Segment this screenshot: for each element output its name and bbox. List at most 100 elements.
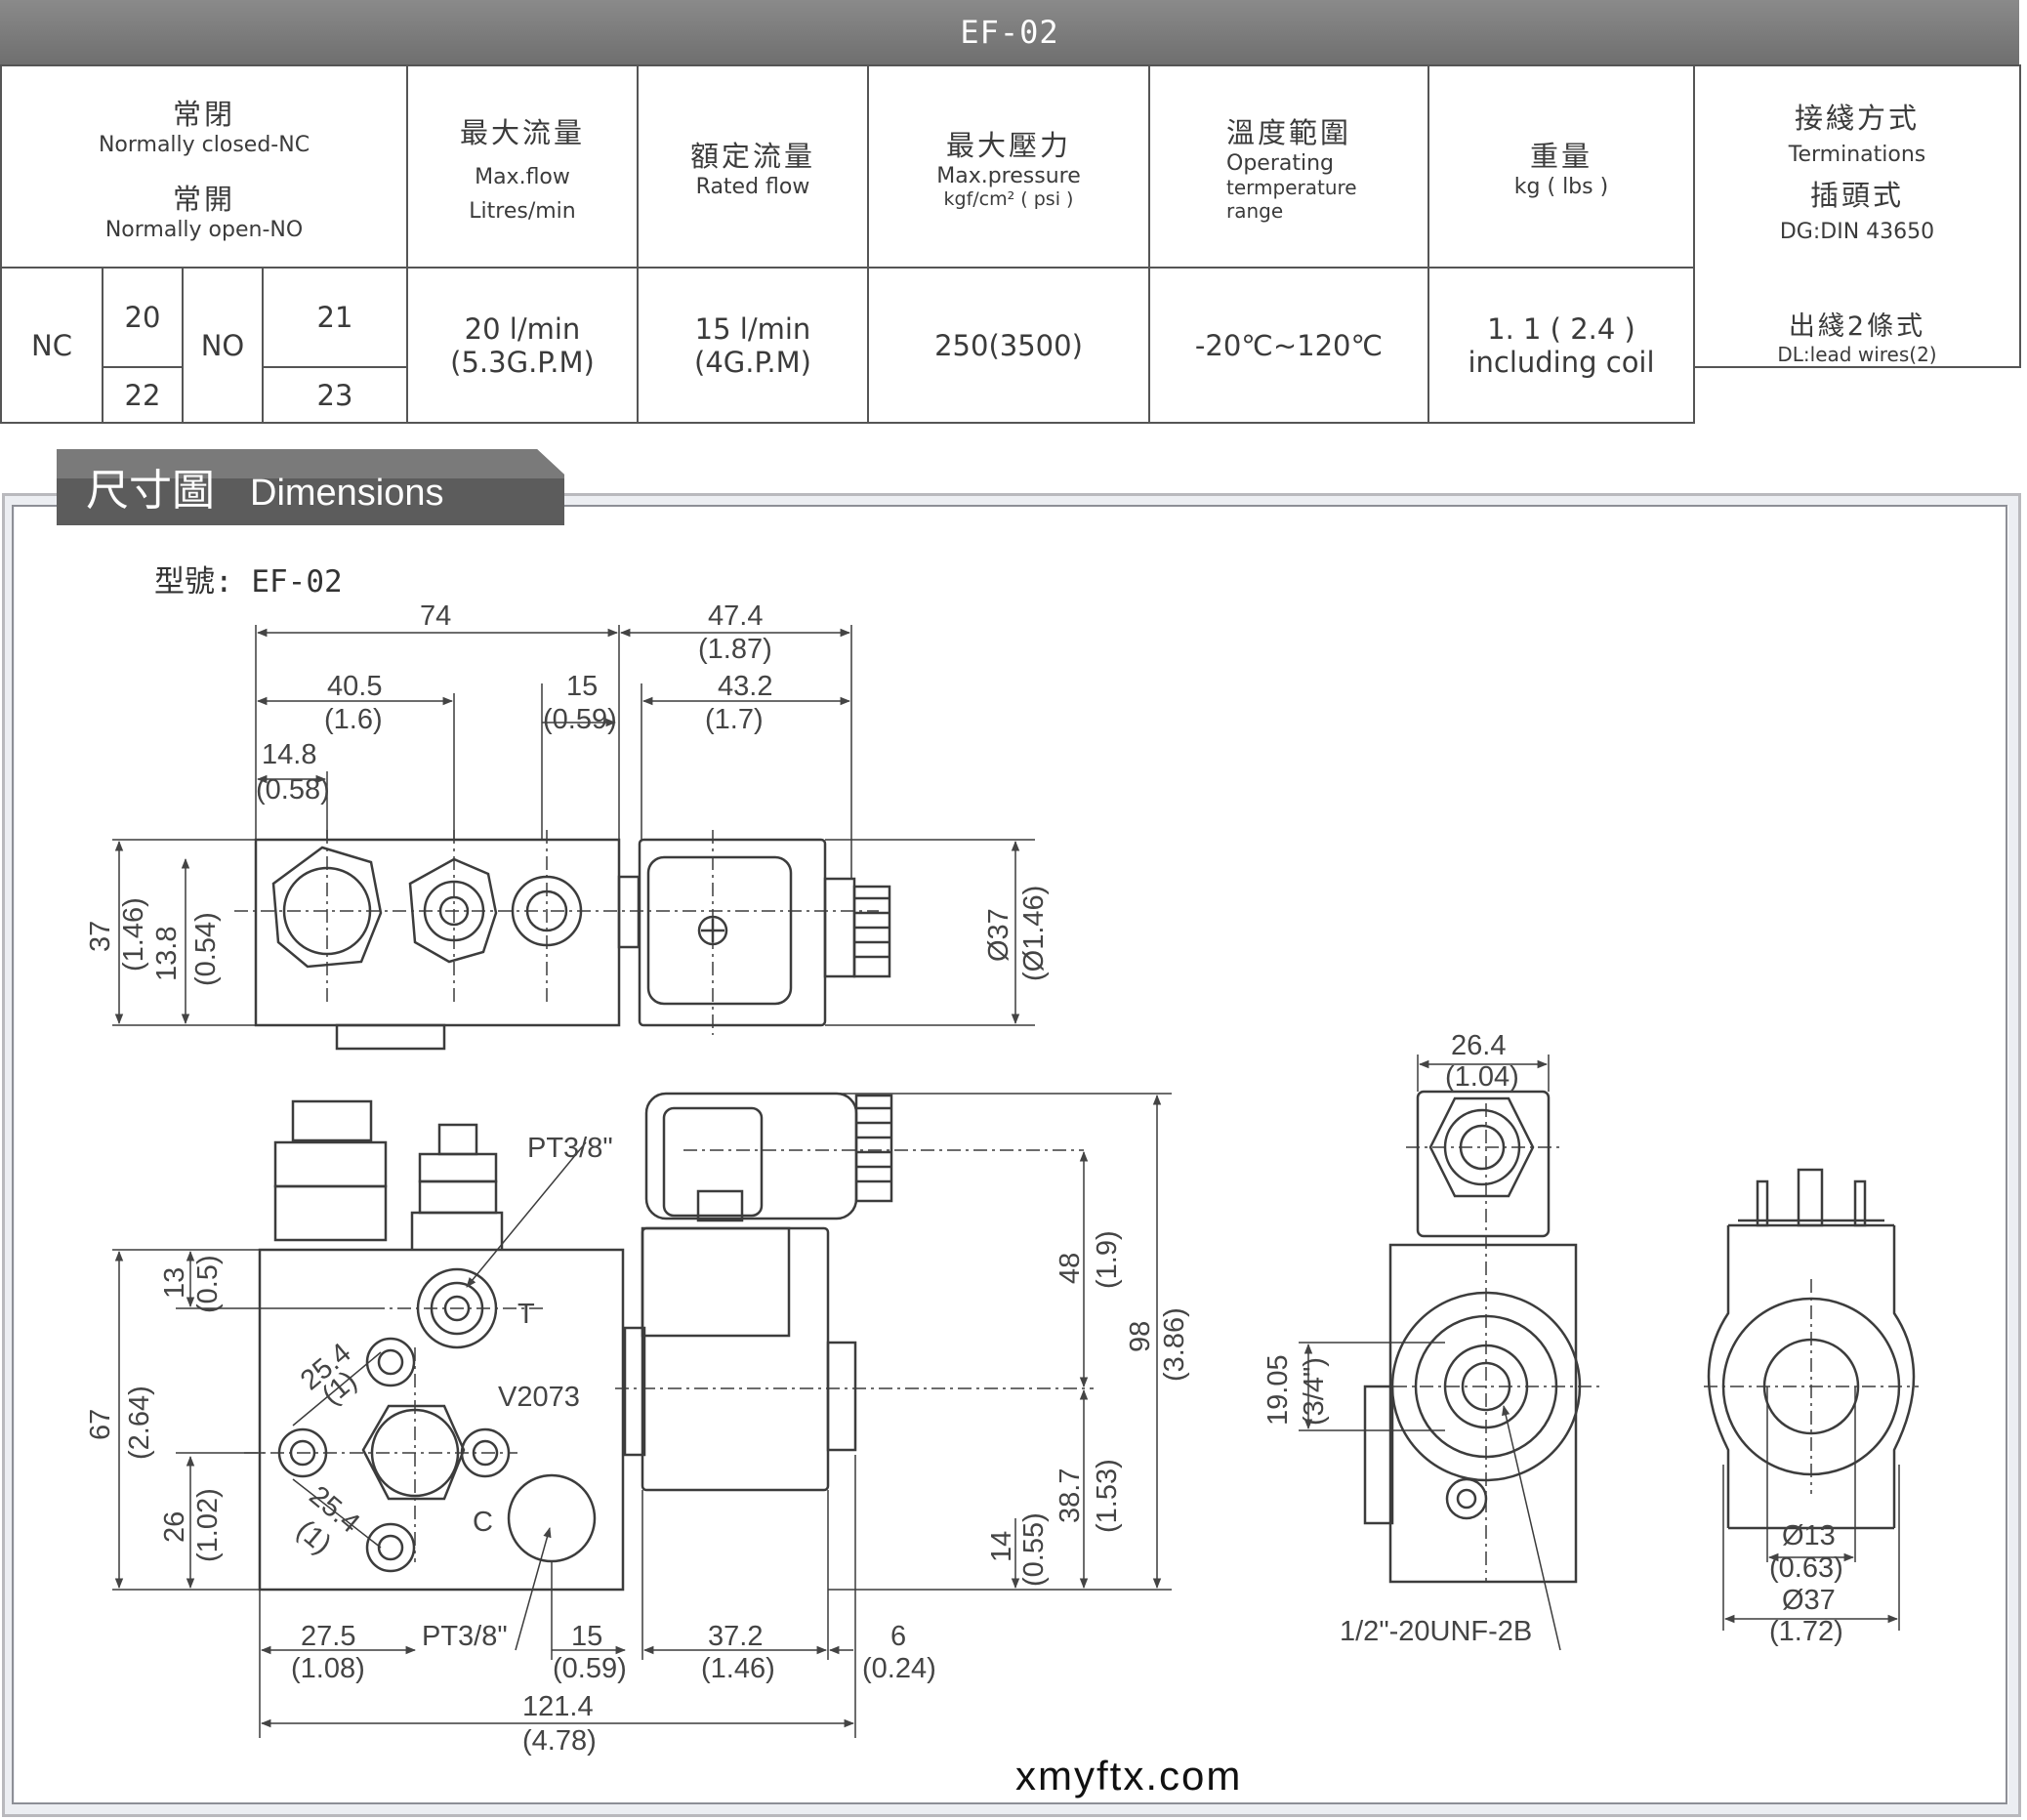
dim-1-6: (1.6) xyxy=(324,704,383,735)
model-header-bar: EF-02 xyxy=(0,0,2019,64)
dim-15-bottom: 15 xyxy=(571,1621,602,1652)
dim-121-4: 121.4 xyxy=(522,1691,594,1722)
max-flow-en-label: Max.flow xyxy=(475,164,570,189)
rated-flow-gpm: (4G.P.M) xyxy=(694,345,811,379)
max-flow-value: 20 l/min (5.3G.P.M) xyxy=(406,267,639,424)
dim-phi1-46: (Ø1.46) xyxy=(1018,886,1050,981)
pressure-value: 250(3500) xyxy=(867,267,1150,424)
max-pressure-unit-label: kgf/cm² ( psi ) xyxy=(943,188,1074,210)
label-port-t: T xyxy=(517,1299,535,1330)
weight-en-label: kg ( lbs ) xyxy=(1513,175,1609,199)
temp-en-label-1: Operating xyxy=(1226,151,1334,176)
dim-0-59-bottom: (0.59) xyxy=(553,1653,627,1684)
dim-4-78: (4.78) xyxy=(522,1725,597,1757)
dim-1-53: (1.53) xyxy=(1092,1459,1123,1533)
dimension-lines xyxy=(112,625,1900,1738)
terminations-cell: 接綫方式 Terminations 插頭式 DG:DIN 43650 出綫2條式… xyxy=(1693,64,2021,368)
nc-no-header-cell: 常閉 Normally closed-NC 常開 Normally open-N… xyxy=(0,64,408,269)
dim-38-7: 38.7 xyxy=(1055,1468,1086,1523)
rated-flow-value: 15 l/min (4G.P.M) xyxy=(637,267,869,424)
dim-15-top: 15 xyxy=(566,671,598,702)
spec-data-row-1: NC 20 NO 21 20 l/min (5.3G.P.M) 15 l/min… xyxy=(0,267,2020,424)
max-pressure-zh-label: 最大壓力 xyxy=(945,129,1071,162)
top-view xyxy=(254,838,891,1051)
dim-1-46-left: (1.46) xyxy=(118,897,149,972)
no-en-label: Normally open-NO xyxy=(104,217,304,242)
dim-1-7: (1.7) xyxy=(705,704,764,735)
nc-zh-label: 常閉 xyxy=(172,97,235,131)
rated-flow-en-label: Rated flow xyxy=(695,175,810,199)
front-view-centerlines xyxy=(244,1149,1094,1562)
label-pt38-top: PT3/8" xyxy=(527,1133,613,1164)
temp-zh-label: 溫度範圍 xyxy=(1226,116,1352,149)
dim-13: 13 xyxy=(159,1267,190,1299)
nc-en-label: Normally closed-NC xyxy=(98,132,310,157)
weight-note: including coil xyxy=(1468,345,1655,379)
dim-47-4: 47.4 xyxy=(708,600,763,632)
dim-3-86: (3.86) xyxy=(1159,1307,1190,1382)
max-flow-lpm: 20 l/min xyxy=(464,311,581,346)
dim-0-54: (0.54) xyxy=(190,912,222,986)
footer-site: xmyftx.com xyxy=(1015,1753,1243,1799)
nc-label: NC xyxy=(0,267,103,424)
spec-table: 常閉 Normally closed-NC 常開 Normally open-N… xyxy=(0,64,2021,424)
dim-phi37: Ø37 xyxy=(983,908,1014,962)
dim-27-5: 27.5 xyxy=(301,1621,355,1652)
dim-37-2: 37.2 xyxy=(708,1621,763,1652)
max-pressure-header-cell: 最大壓力 Max.pressure kgf/cm² ( psi ) xyxy=(867,64,1150,269)
no-code-23: 23 xyxy=(262,366,408,424)
dimension-labels: 74 47.4 (1.87) 40.5 (1.6) 15 (0.59) 43.2… xyxy=(85,600,1843,1757)
label-thread: 1/2"-20UNF-2B xyxy=(1340,1616,1532,1647)
dim-1-02: (1.02) xyxy=(192,1488,224,1562)
label-valve-id: V2073 xyxy=(498,1382,580,1413)
dim-0-55: (0.55) xyxy=(1018,1512,1050,1587)
dim-14: 14 xyxy=(986,1531,1017,1562)
dimensions-frame xyxy=(2,493,2021,1817)
max-pressure-en-label: Max.pressure xyxy=(936,164,1081,188)
weight-kg: 1. 1 ( 2.4 ) xyxy=(1487,311,1635,346)
dim-37-left: 37 xyxy=(85,921,116,952)
dim-26-4: 26.4 xyxy=(1451,1030,1506,1061)
dim-1-08: (1.08) xyxy=(291,1653,365,1684)
section-zh-title: 尺寸圖 xyxy=(86,466,215,516)
no-code-21: 21 xyxy=(262,267,408,368)
dim-0-58: (0.58) xyxy=(256,774,330,806)
max-flow-gpm: (5.3G.P.M) xyxy=(450,345,595,379)
weight-value: 1. 1 ( 2.4 ) including coil xyxy=(1427,267,1695,424)
max-flow-unit-label: Litres/min xyxy=(469,198,576,224)
dim-19-05: 19.05 xyxy=(1262,1354,1294,1426)
dim-0-63: (0.63) xyxy=(1769,1552,1843,1584)
dim-0-5: (0.5) xyxy=(192,1255,224,1313)
nc-code-20: 20 xyxy=(102,267,184,368)
spec-data-row-2: 22 23 xyxy=(1,366,2020,424)
rated-flow-zh-label: 額定流量 xyxy=(689,140,815,173)
dim-98: 98 xyxy=(1125,1321,1156,1352)
term-en-label: Terminations xyxy=(1788,143,1926,167)
temp-en-label-2: termperature xyxy=(1226,176,1357,199)
dim-3-4-in: (3/4") xyxy=(1299,1357,1330,1426)
front-view xyxy=(258,1092,893,1592)
temp-value: -20℃~120℃ xyxy=(1148,267,1429,424)
weight-header-cell: 重量 kg ( lbs ) xyxy=(1427,64,1695,269)
dim-67: 67 xyxy=(85,1409,116,1440)
dim-40-5: 40.5 xyxy=(327,671,382,702)
dim-0-24: (0.24) xyxy=(862,1653,936,1684)
dimensions-inner-frame xyxy=(12,505,2007,1804)
term-dg-en-label: DG:DIN 43650 xyxy=(1779,220,1935,244)
model-header-title: EF-02 xyxy=(960,14,1059,51)
dim-2-64: (2.64) xyxy=(124,1386,155,1460)
dim-74: 74 xyxy=(420,600,451,632)
dim-1-46-bottom: (1.46) xyxy=(701,1653,775,1684)
dim-1-72: (1.72) xyxy=(1769,1616,1843,1647)
rated-flow-lpm: 15 l/min xyxy=(694,311,811,346)
temp-header-cell: 溫度範圍 Operating termperature range xyxy=(1148,64,1429,269)
spec-header-row: 常閉 Normally closed-NC 常開 Normally open-N… xyxy=(0,64,2021,368)
dim-13-8: 13.8 xyxy=(151,927,183,981)
dimensions-title-tab: 尺寸圖 Dimensions xyxy=(57,449,564,525)
dim-14-8: 14.8 xyxy=(262,739,316,770)
dim-6: 6 xyxy=(890,1621,906,1652)
label-port-c: C xyxy=(473,1507,493,1538)
dim-48: 48 xyxy=(1055,1253,1086,1284)
dim-0-59-top: (0.59) xyxy=(543,704,617,735)
